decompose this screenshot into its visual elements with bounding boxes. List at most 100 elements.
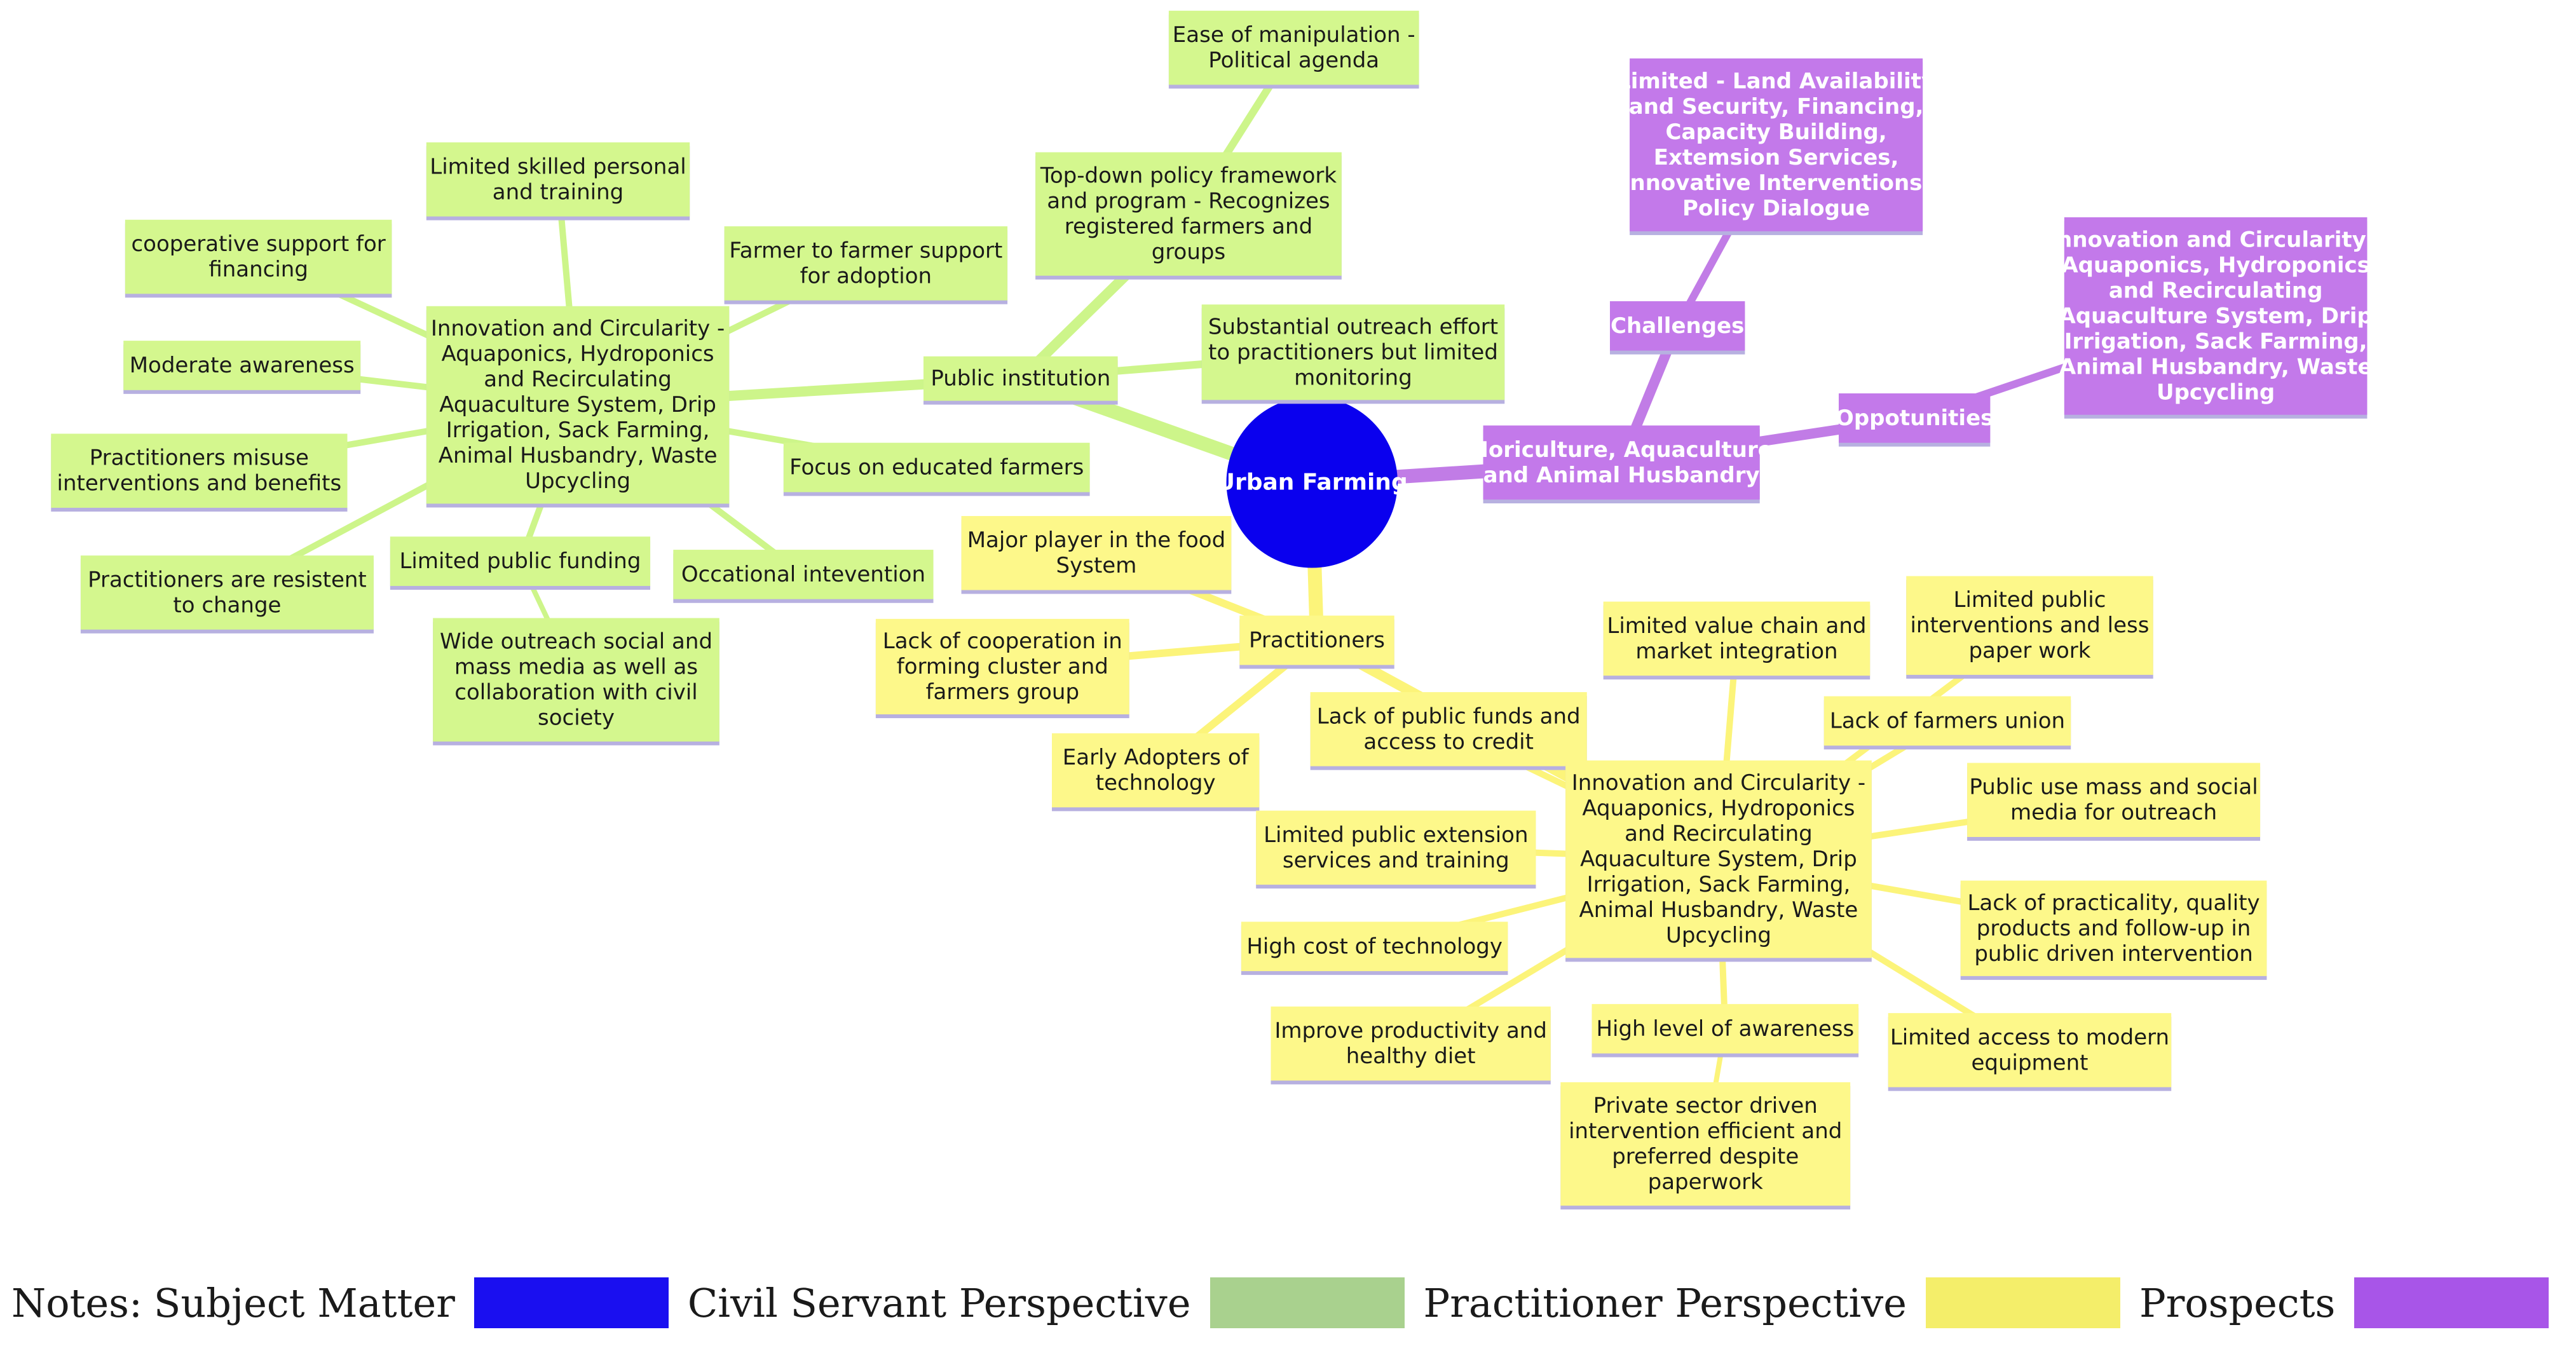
node-text-line: Lack of farmers union: [1830, 708, 2065, 733]
node-box: [1610, 301, 1745, 351]
node-oppotunities-detail: Innovation and Circularity -Aquaponics, …: [2048, 217, 2383, 419]
node-focus-educated: Focus on educated farmers: [783, 442, 1090, 496]
node-box: [724, 226, 1008, 301]
node-innovation-practitioner: Innovation and Circularity -Aquaponics, …: [1565, 760, 1872, 962]
node-text-line: Improve productivity and: [1274, 1018, 1547, 1044]
node-text-line: Substantial outreach effort: [1208, 314, 1498, 339]
node-limited-public-funding: Limited public funding: [390, 536, 651, 590]
node-oppotunities: Oppotunities: [1836, 393, 1993, 447]
node-text-line: products and follow-up in: [1977, 916, 2251, 941]
node-public-institution: Public institution: [923, 356, 1118, 405]
node-text-line: Farmer to farmer support: [729, 238, 1002, 263]
node-box: [1967, 763, 2261, 838]
node-high-cost: High cost of technology: [1241, 921, 1508, 976]
node-box: [1201, 304, 1505, 400]
node-text-line: Limited - Land Availability: [1617, 69, 1935, 94]
legend-label-civil-servant: Civil Servant Perspective: [687, 1279, 1191, 1326]
node-text-line: Upcycling: [2157, 379, 2275, 405]
node-text-line: High cost of technology: [1246, 934, 1503, 959]
node-text-line: Innovation and Circularity -: [1572, 770, 1866, 796]
node-lack-farmers-union: Lack of farmers union: [1823, 696, 2071, 750]
node-box: [1310, 692, 1587, 766]
node-box: [426, 306, 730, 504]
node-text-line: cooperative support for: [131, 231, 385, 257]
node-text-line: Practitioners misuse: [90, 445, 309, 471]
node-text-line: to change: [173, 592, 281, 618]
node-box: [80, 555, 374, 630]
legend-swatch-civil-servant: [1210, 1277, 1405, 1328]
legend-label-practitioner: Practitioner Perspective: [1423, 1279, 1907, 1326]
node-text-line: Limited skilled personal: [430, 154, 686, 179]
node-text-line: Ease of manipulation -: [1173, 22, 1415, 48]
node-text-line: Extemsion Services,: [1654, 145, 1899, 170]
node-text-line: Policy Dialogue: [1682, 196, 1870, 221]
node-text-line: Limited public extension: [1264, 822, 1528, 848]
node-text-line: Aquaculture System, Drip: [439, 392, 716, 418]
node-text-line: to practitioners but limited: [1208, 339, 1498, 365]
node-text-line: and Recirculating: [484, 367, 672, 392]
center-label: Urban Farming: [1216, 469, 1408, 495]
node-text-line: System: [1056, 553, 1137, 578]
legend-swatch-prospects: [2354, 1277, 2549, 1328]
center-circle: [1226, 397, 1398, 568]
node-text-line: Public institution: [930, 366, 1110, 391]
node-box: [1239, 615, 1394, 665]
node-innovation-civil: Innovation and Circularity -Aquaponics, …: [426, 306, 730, 508]
node-text-line: Horiculture, Aquaculture: [1470, 437, 1772, 463]
node-box: [1591, 1003, 1859, 1054]
node-text-line: Animal Husbandry, Waste: [1579, 897, 1858, 923]
node-text-line: preferred despite: [1612, 1144, 1799, 1169]
node-box: [1241, 921, 1508, 972]
node-box: [1888, 1013, 2172, 1087]
node-text-line: market integration: [1635, 639, 1837, 664]
node-text-line: public driven intervention: [1974, 941, 2252, 967]
node-text-line: Top-down policy framework: [1040, 163, 1337, 189]
node-challenges: Challenges: [1610, 301, 1745, 355]
node-box: [1839, 393, 1991, 443]
node-text-line: Aquaponics, Hydroponics: [442, 341, 714, 367]
node-text-line: Occational intevention: [681, 562, 925, 587]
legend-swatch-practitioner: [1925, 1277, 2120, 1328]
node-text-line: Aquaponics, Hydroponics: [2061, 252, 2370, 278]
node-text-line: Irrigation, Sack Farming,: [1587, 872, 1851, 897]
node-text-line: Early Adopters of: [1063, 745, 1250, 770]
node-text-line: Practitioners are resistent: [88, 567, 367, 592]
node-box: [783, 442, 1090, 493]
node-text-line: and program - Recognizes: [1047, 189, 1330, 214]
node-text-line: and Recirculating: [1625, 821, 1813, 846]
legend-notes-label: Notes:: [11, 1279, 142, 1326]
node-text-line: Limited value chain and: [1607, 613, 1866, 639]
node-text-line: Focus on educated farmers: [789, 455, 1084, 480]
node-text-line: and Animal Husbandry: [1483, 463, 1760, 488]
node-text-line: Innovative Interventions,: [1622, 170, 1930, 196]
node-text-line: interventions and less: [1910, 613, 2149, 638]
node-text-line: farmers group: [926, 679, 1079, 705]
node-box: [1603, 601, 1871, 676]
color-legend: Notes: Subject Matter Civil Servant Pers…: [0, 1265, 2576, 1341]
legend-swatch-subject-matter: [474, 1277, 669, 1328]
node-box: [1565, 760, 1872, 958]
node-box: [426, 142, 690, 217]
node-text-line: Challenges: [1611, 313, 1744, 339]
node-text-line: Lack of practicality, quality: [1967, 890, 2259, 916]
node-text-line: Lack of cooperation in: [883, 629, 1122, 654]
node-box: [961, 515, 1232, 590]
node-text-line: and Recirculating: [2109, 278, 2323, 303]
node-text-line: Aquaponics, Hydroponics: [1582, 796, 1855, 821]
node-text-line: paper work: [1968, 638, 2090, 663]
